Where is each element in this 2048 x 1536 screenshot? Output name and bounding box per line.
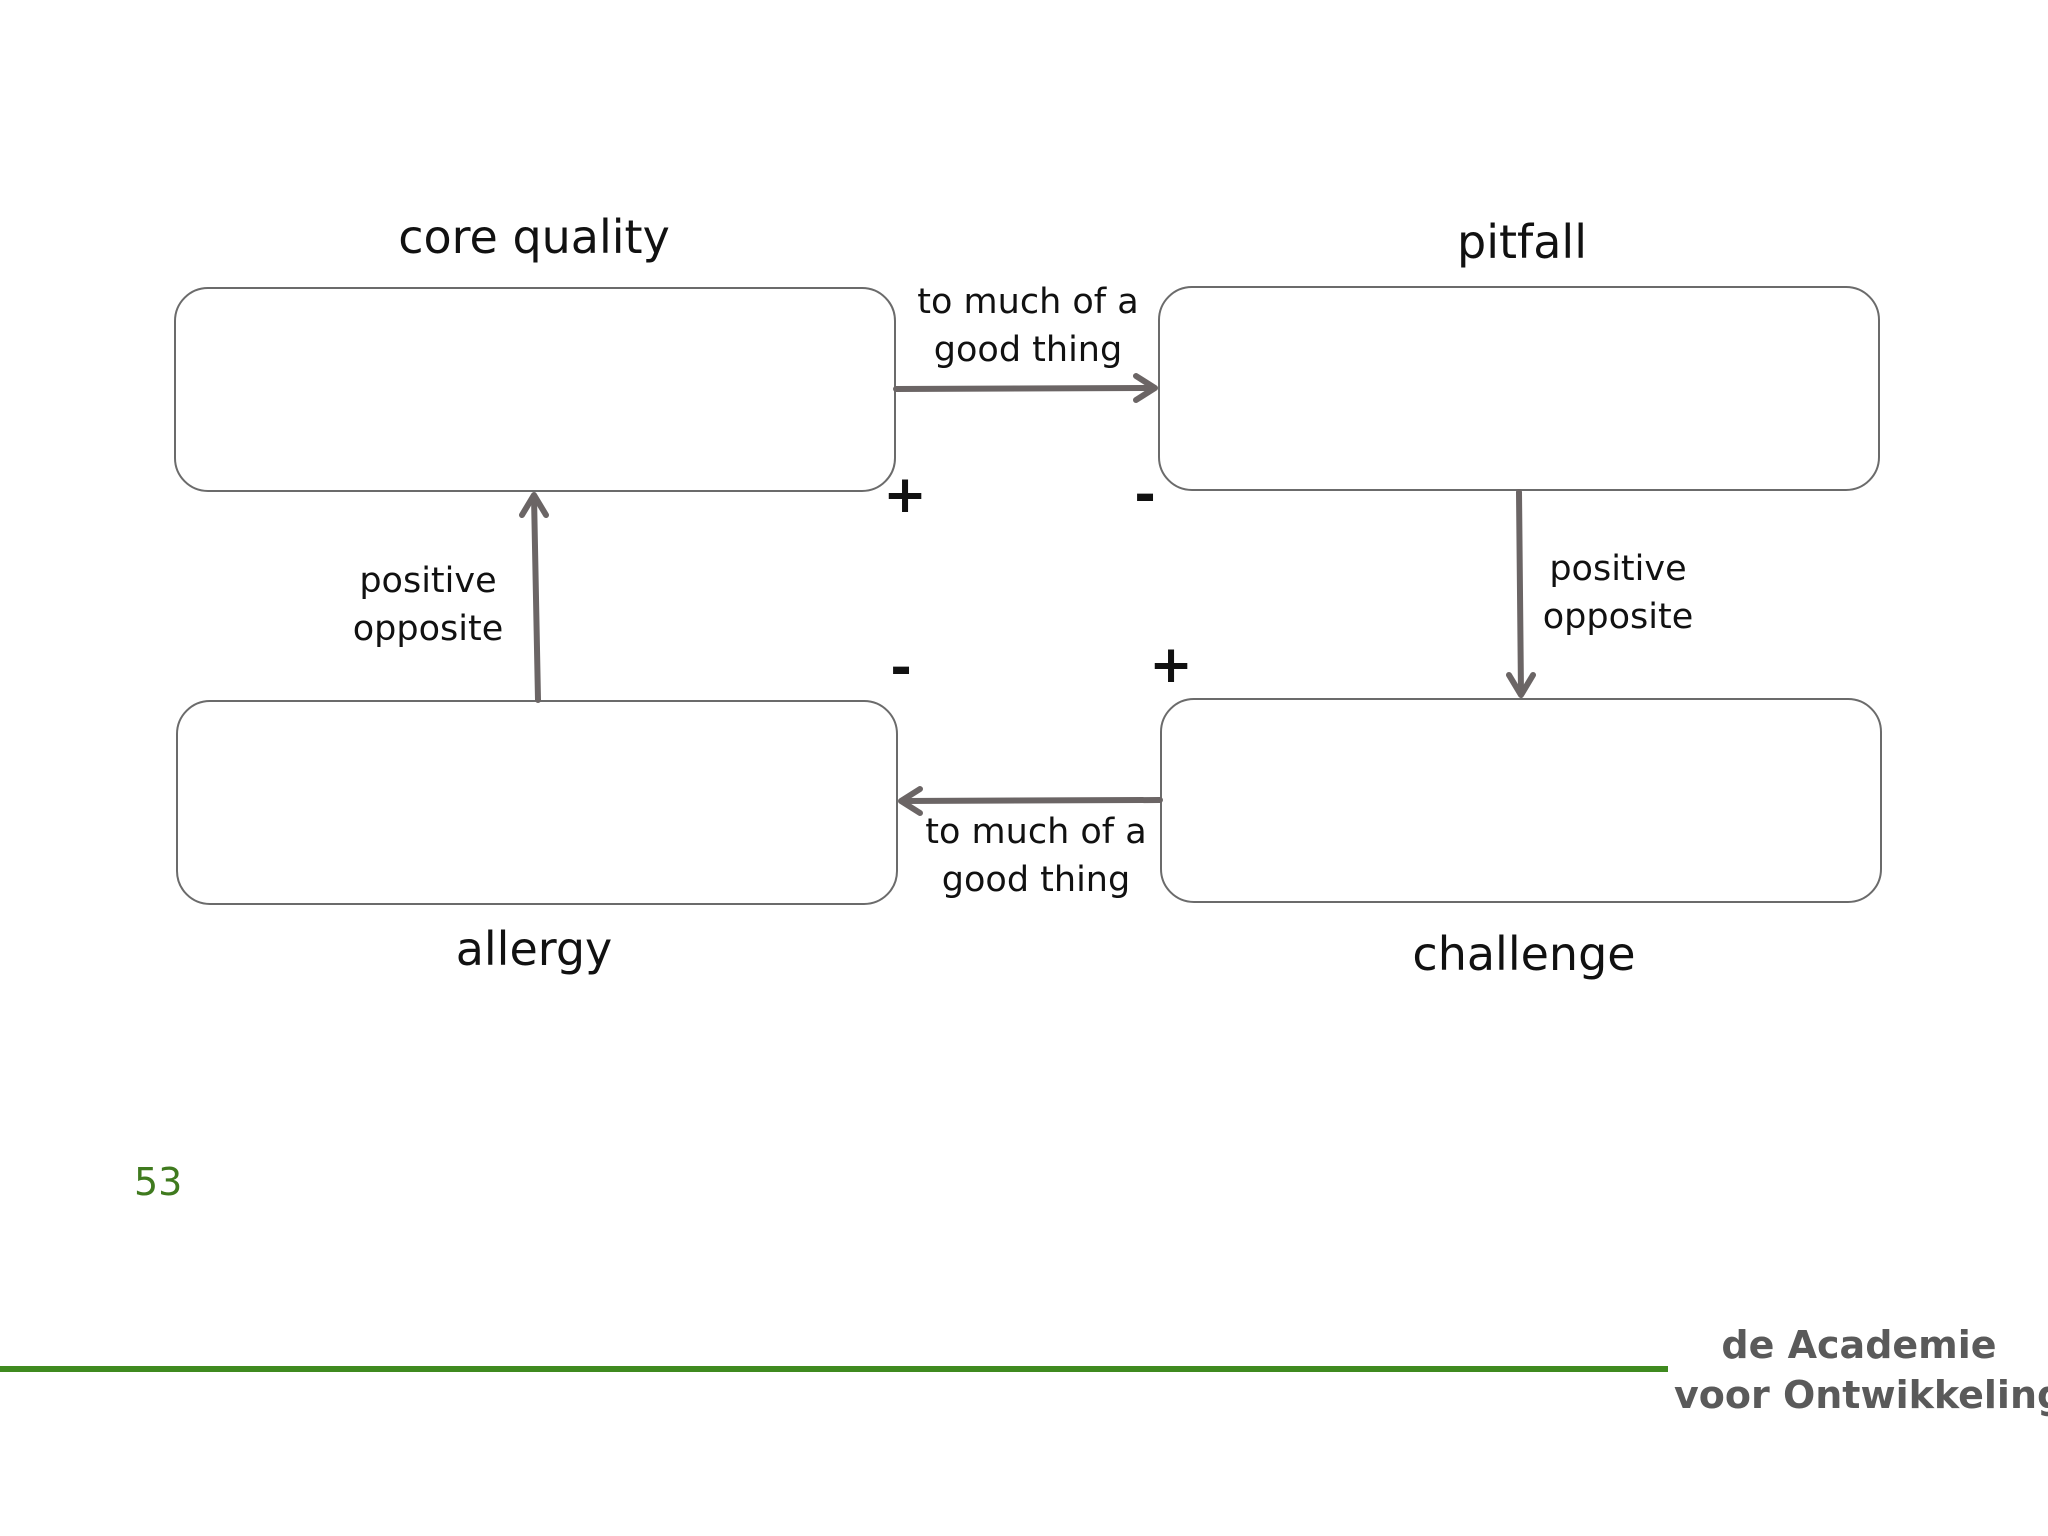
core-quality-box — [174, 287, 896, 492]
edge-label-line: positive — [1549, 549, 1687, 589]
arrow-challenge-to-allergy — [898, 786, 1163, 816]
logo: de Academie voor Ontwikkeling — [1674, 1320, 2048, 1420]
logo-line: de Academie — [1721, 1323, 1997, 1367]
edge-label-line: positive — [359, 561, 497, 601]
edge-label-line: good thing — [941, 860, 1131, 900]
allergy-title: allergy — [455, 922, 613, 976]
pitfall-title: pitfall — [1457, 215, 1587, 269]
logo-line: voor Ontwikkeling — [1674, 1373, 2048, 1417]
edge-label-line: opposite — [352, 609, 504, 649]
page-number: 53 — [134, 1160, 183, 1204]
edge-label-allergy-to-core: positive opposite — [328, 557, 528, 653]
allergy-box — [176, 700, 898, 905]
minus-sign-bottom-left: - — [890, 638, 912, 698]
core-quality-title: core quality — [398, 210, 670, 264]
edge-label-line: opposite — [1542, 597, 1694, 637]
challenge-title: challenge — [1412, 927, 1636, 981]
plus-sign-bottom-right: + — [1149, 635, 1193, 695]
arrow-core-to-pitfall — [893, 373, 1158, 403]
arrow-pitfall-to-challenge — [1506, 489, 1536, 698]
edge-label-core-to-pitfall: to much of a good thing — [898, 278, 1158, 374]
minus-sign-top-right: - — [1134, 465, 1156, 525]
challenge-box — [1160, 698, 1882, 903]
arrow-allergy-to-core — [519, 492, 549, 703]
edge-label-line: to much of a — [917, 282, 1139, 322]
edge-label-line: to much of a — [925, 812, 1147, 852]
edge-label-line: good thing — [933, 330, 1123, 370]
plus-sign-top-left: + — [883, 465, 927, 525]
edge-label-challenge-to-allergy: to much of a good thing — [906, 808, 1166, 904]
edge-label-pitfall-to-challenge: positive opposite — [1518, 545, 1718, 641]
footer-divider — [0, 1366, 1668, 1372]
